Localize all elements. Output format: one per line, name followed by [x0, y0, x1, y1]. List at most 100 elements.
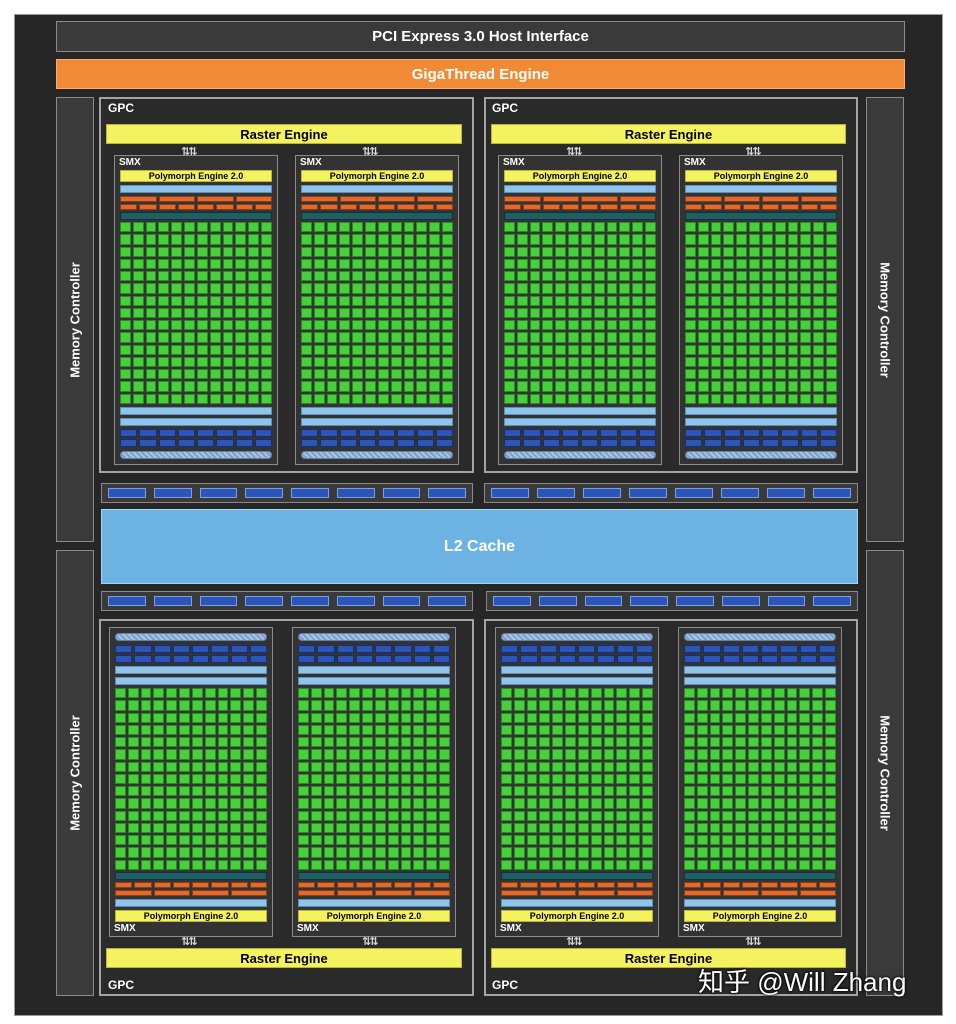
cuda-core: [426, 737, 438, 748]
cuda-core: [298, 773, 309, 785]
cuda-core: [439, 822, 450, 834]
cuda-core: [645, 356, 656, 368]
cuda-core: [145, 258, 157, 270]
cuda-core: [577, 688, 589, 699]
cuda-core: [158, 222, 170, 233]
cuda-core: [786, 859, 798, 870]
cuda-core: [526, 786, 538, 797]
cuda-core: [800, 246, 812, 257]
cuda-core: [349, 749, 361, 760]
warp-scheduler-row: [301, 196, 453, 202]
cuda-core: [568, 344, 579, 355]
cuda-core: [722, 786, 734, 797]
cuda-core: [619, 307, 631, 319]
cuda-core: [722, 737, 734, 748]
cuda-core: [735, 749, 747, 760]
cuda-core: [429, 307, 441, 319]
cuda-core: [565, 847, 576, 858]
cuda-core: [555, 307, 567, 319]
cuda-core: [374, 700, 386, 711]
cuda-core: [645, 320, 656, 331]
cuda-core: [235, 369, 247, 380]
cuda-core: [516, 234, 528, 245]
cuda-core: [120, 344, 131, 355]
cuda-core: [529, 369, 541, 380]
cuda-core: [439, 798, 450, 809]
cuda-core: [539, 822, 551, 834]
polymorph-engine: Polymorph Engine 2.0: [501, 910, 653, 922]
cuda-core: [736, 332, 748, 343]
cuda-core: [516, 222, 528, 233]
cuda-core: [697, 393, 709, 404]
cuda-core: [736, 222, 748, 233]
cuda-core: [722, 798, 734, 809]
cuda-core: [209, 381, 221, 392]
cuda-core: [352, 271, 364, 282]
smx-label: SMX: [114, 923, 136, 934]
cuda-core: [526, 822, 538, 834]
cuda-core: [642, 822, 653, 834]
cuda-core: [204, 810, 216, 821]
cuda-core: [603, 773, 615, 785]
cuda-core: [813, 332, 825, 343]
cuda-core: [339, 320, 351, 331]
cuda-core: [115, 761, 126, 772]
warp-scheduler: [542, 196, 579, 202]
warp-scheduler: [619, 196, 656, 202]
cuda-core: [261, 295, 272, 306]
cuda-core: [310, 724, 322, 736]
cuda-core: [786, 724, 798, 736]
cuda-core: [826, 320, 837, 331]
cuda-core: [761, 369, 773, 380]
texture-unit: [192, 655, 210, 663]
cuda-core: [374, 737, 386, 748]
cuda-core: [526, 700, 538, 711]
cuda-core: [387, 700, 399, 711]
cuda-core: [416, 307, 428, 319]
cuda-core: [248, 332, 260, 343]
cuda-core: [606, 234, 618, 245]
cuda-core: [365, 283, 376, 294]
cuda-core: [748, 724, 759, 736]
cuda-core: [580, 393, 592, 404]
cuda-core: [217, 712, 229, 723]
shared-memory: [684, 666, 836, 674]
cuda-core: [362, 835, 373, 846]
cuda-core: [429, 332, 441, 343]
cuda-core: [132, 356, 144, 368]
cuda-core: [179, 712, 190, 723]
cuda-core: [323, 712, 335, 723]
cuda-core: [642, 749, 653, 760]
dispatch-unit: [153, 882, 171, 888]
warp-scheduler: [616, 890, 653, 896]
cuda-core: [158, 332, 170, 343]
cuda-core: [799, 810, 811, 821]
cuda-core: [629, 822, 641, 834]
cuda-core: [403, 344, 415, 355]
cuda-core: [826, 393, 837, 404]
cuda-core: [390, 344, 402, 355]
cuda-core: [403, 258, 415, 270]
cuda-core: [374, 761, 386, 772]
texture-unit: [230, 655, 248, 663]
cuda-core: [243, 847, 255, 858]
cuda-core: [248, 344, 260, 355]
texture-unit: [723, 429, 741, 437]
cuda-core: [685, 283, 696, 294]
cuda-core: [504, 320, 515, 331]
cuda-core: [127, 859, 139, 870]
cuda-core: [555, 234, 567, 245]
texture-unit: [153, 645, 171, 653]
cuda-core: [298, 835, 309, 846]
cuda-core: [256, 786, 267, 797]
cuda-core: [439, 737, 450, 748]
cuda-core: [555, 222, 567, 233]
cuda-core: [749, 295, 760, 306]
cuda-core: [362, 847, 373, 858]
cuda-core: [799, 847, 811, 858]
cuda-core: [542, 332, 554, 343]
cuda-core: [761, 393, 773, 404]
cuda-core: [115, 724, 126, 736]
cuda-core: [426, 810, 438, 821]
cuda-core: [153, 761, 165, 772]
